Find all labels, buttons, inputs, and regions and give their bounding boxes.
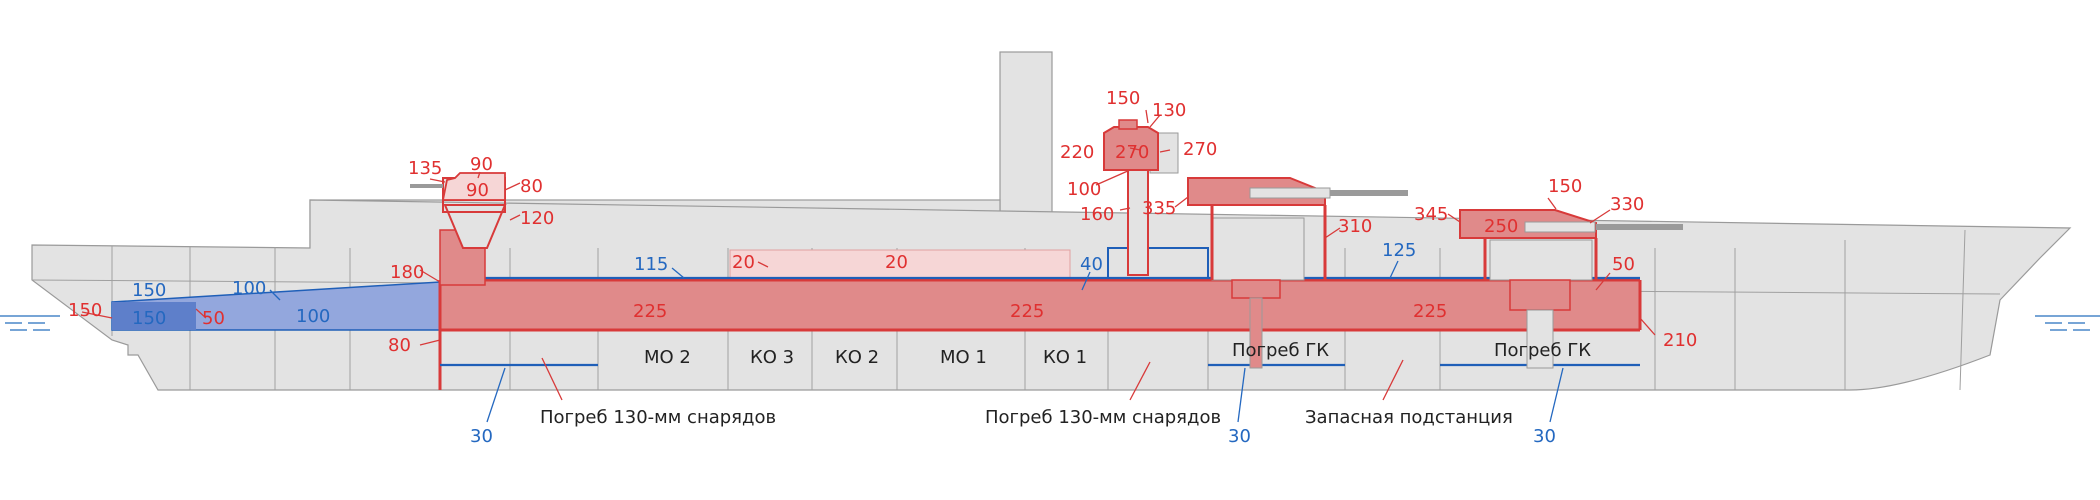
callout-label: Запасная подстанция (1305, 407, 1513, 428)
red-label: 135 (408, 158, 442, 179)
blue-label: 30 (470, 426, 493, 447)
red-label: 120 (520, 208, 554, 229)
red-label: 310 (1338, 216, 1372, 237)
compartment-label: Погреб ГК (1232, 340, 1329, 361)
red-label: 270 (1183, 139, 1217, 160)
red-label: 250 (1484, 216, 1518, 237)
compartment-label: КО 2 (835, 347, 879, 368)
red-armor-labels: 150 50 80 180 135 90 90 80 120 20 20 225… (68, 88, 1697, 356)
red-label: 180 (390, 262, 424, 283)
red-label: 220 (1060, 142, 1094, 163)
compartment-label: КО 1 (1043, 347, 1087, 368)
red-label: 335 (1142, 198, 1176, 219)
blue-label: 30 (1228, 426, 1251, 447)
light-armor-upper (729, 249, 1071, 279)
red-label: 80 (388, 335, 411, 356)
red-label: 80 (520, 176, 543, 197)
compartment-label: КО 3 (750, 347, 794, 368)
red-label: 225 (633, 301, 667, 322)
blue-box-amidships (1107, 247, 1209, 279)
callout-labels: Погреб 130-мм снарядов Погреб 130-мм сна… (540, 407, 1513, 428)
bow-belt-dark (112, 302, 196, 330)
red-label: 130 (1152, 100, 1186, 121)
red-label: 50 (1612, 254, 1635, 275)
red-label: 90 (466, 180, 489, 201)
main-armor-belt (440, 280, 1640, 330)
main-turret-forward (1187, 177, 1408, 369)
red-label: 50 (202, 308, 225, 329)
compartment-labels: МО 2 КО 3 КО 2 МО 1 КО 1 Погреб ГК Погре… (644, 340, 1591, 368)
red-label: 90 (470, 154, 493, 175)
red-label: 270 (1115, 142, 1149, 163)
callout-label: Погреб 130-мм снарядов (540, 407, 776, 428)
compartment-label: Погреб ГК (1494, 340, 1591, 361)
red-label: 100 (1067, 179, 1101, 200)
secondary-turret (410, 172, 507, 286)
red-label: 20 (885, 252, 908, 273)
blue-label: 100 (232, 278, 266, 299)
blue-label: 125 (1382, 240, 1416, 261)
blue-label: 100 (296, 306, 330, 327)
waterline-marks (0, 315, 2100, 331)
compartment-label: МО 1 (940, 347, 987, 368)
blue-label: 115 (634, 254, 668, 275)
red-label: 225 (1413, 301, 1447, 322)
red-label: 160 (1080, 204, 1114, 225)
red-label: 210 (1663, 330, 1697, 351)
blue-label: 150 (132, 308, 166, 329)
red-label: 150 (1548, 176, 1582, 197)
blue-label: 150 (132, 280, 166, 301)
callout-label: Погреб 130-мм снарядов (985, 407, 1221, 428)
conning-tower (1103, 119, 1179, 276)
red-label: 150 (68, 300, 102, 321)
red-label: 330 (1610, 194, 1644, 215)
main-turret-aft (1459, 209, 1683, 369)
red-label: 150 (1106, 88, 1140, 109)
compartment-label: МО 2 (644, 347, 691, 368)
blue-label: 40 (1080, 254, 1103, 275)
red-label: 20 (732, 252, 755, 273)
blue-armor-labels: 150 150 100 100 115 40 125 30 30 30 (132, 240, 1556, 447)
leader-lines (81, 109, 1656, 423)
red-label: 345 (1414, 204, 1448, 225)
red-label: 225 (1010, 301, 1044, 322)
blue-label: 30 (1533, 426, 1556, 447)
